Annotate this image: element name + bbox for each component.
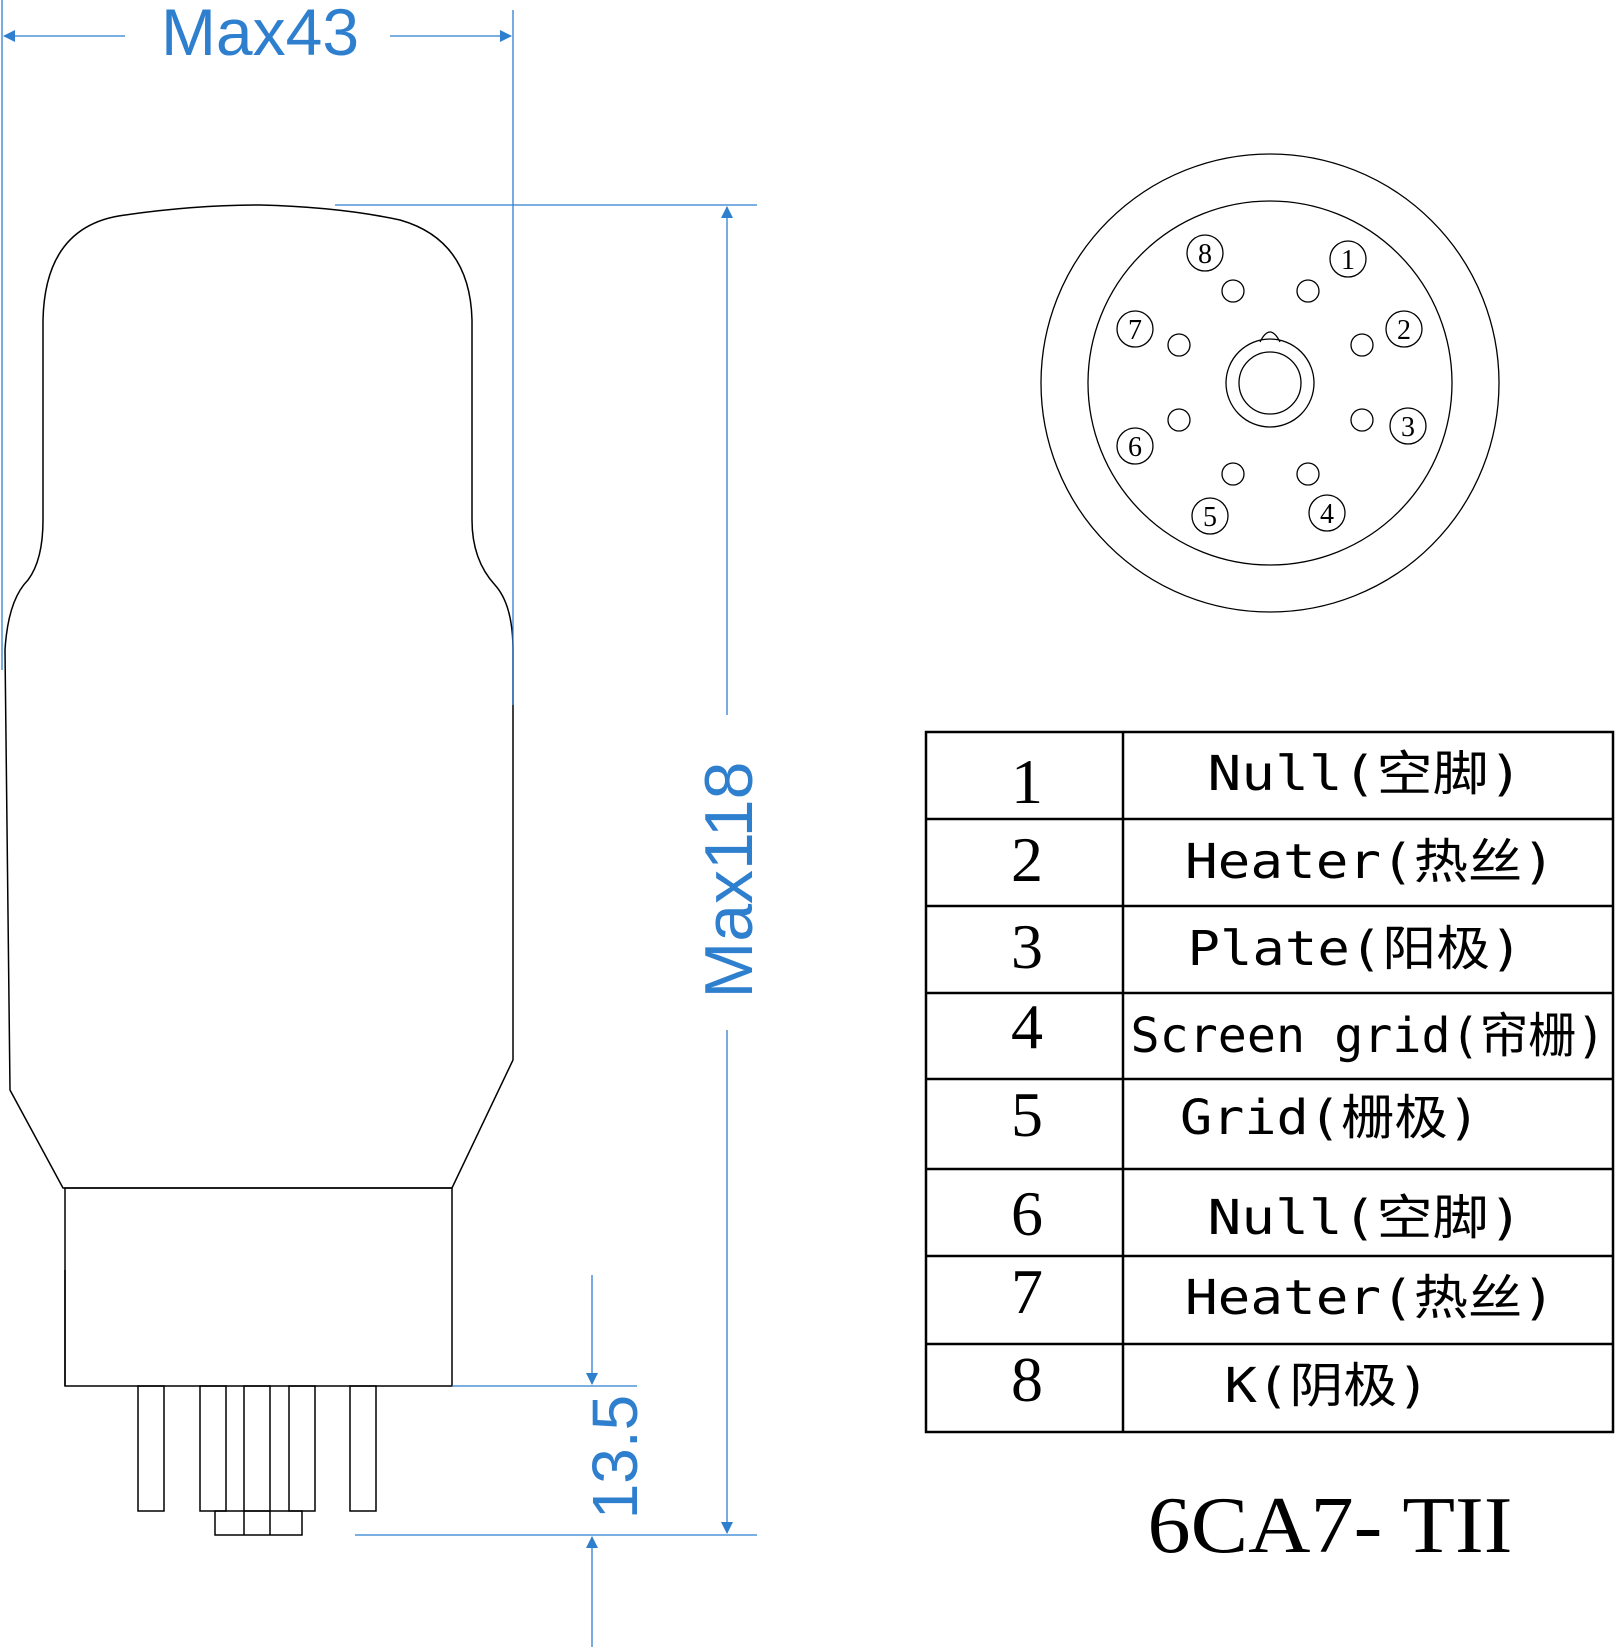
- height-dimension-label: Max118: [691, 762, 767, 999]
- pinout-pin-number: 2: [1011, 824, 1043, 895]
- svg-text:3: 3: [1401, 412, 1415, 443]
- pinout-function: Screen grid(帘栅): [1131, 1008, 1606, 1064]
- model-name: 6CA7- TII: [1148, 1482, 1513, 1570]
- pinout-pin-number: 4: [1011, 991, 1043, 1062]
- center-key-outer: [1225, 338, 1315, 428]
- tube-pins: [137, 1385, 377, 1536]
- width-dimension-label: Max43: [161, 0, 359, 69]
- svg-text:5: 5: [1203, 502, 1217, 533]
- pinout-function: Plate(阳极): [1188, 921, 1523, 977]
- pinout-row: 7 Heater(热丝): [1011, 1256, 1555, 1327]
- pin-length-label: 13.5: [579, 1395, 651, 1520]
- svg-text:7: 7: [1128, 315, 1142, 346]
- svg-text:6: 6: [1128, 432, 1142, 463]
- pinout-pin-number: 5: [1011, 1079, 1043, 1150]
- socket-pin-3: 3: [1389, 407, 1427, 445]
- pinout-table: 1 Null(空脚) 2 Heater(热丝) 3 Plate(阳极) 4 Sc…: [924, 730, 1615, 1434]
- center-key-inner: [1238, 351, 1302, 415]
- pinout-grid: [924, 730, 1615, 1434]
- pinout-row: 4 Screen grid(帘栅): [1011, 991, 1606, 1064]
- socket-inner-ring: [1087, 200, 1453, 566]
- socket-pin-8: 8: [1186, 234, 1224, 272]
- svg-text:8: 8: [1198, 239, 1212, 270]
- pinout-row: 2 Heater(热丝): [1011, 824, 1555, 895]
- svg-text:4: 4: [1320, 499, 1334, 530]
- dimension-lines: [1, 0, 757, 1647]
- tube-outline: [4, 204, 514, 1536]
- socket-pin-2: 2: [1385, 310, 1423, 348]
- glass-envelope: [4, 204, 514, 1189]
- socket-outer-ring: [1040, 153, 1500, 613]
- socket-pin-6: 6: [1116, 427, 1154, 465]
- pinout-function: K(阴极): [1225, 1358, 1430, 1414]
- pinout-row: 6 Null(空脚): [1011, 1178, 1523, 1249]
- socket-pin-1: 1: [1329, 240, 1367, 278]
- pinout-row: 1 Null(空脚): [1011, 746, 1523, 817]
- pinout-pin-number: 1: [1011, 746, 1043, 817]
- pinout-function: Heater(热丝): [1185, 834, 1555, 890]
- center-key-notch: [1259, 331, 1281, 343]
- socket-pin-5: 5: [1191, 497, 1229, 535]
- pinout-function: Heater(热丝): [1185, 1270, 1555, 1326]
- pinout-function: Null(空脚): [1208, 1190, 1523, 1246]
- pinout-function: Null(空脚): [1208, 746, 1523, 802]
- socket-pin-7: 7: [1116, 310, 1154, 348]
- pinout-pin-number: 8: [1011, 1344, 1043, 1415]
- svg-text:2: 2: [1397, 315, 1411, 346]
- pinout-row: 8 K(阴极): [1011, 1344, 1430, 1415]
- pinout-pin-number: 7: [1011, 1256, 1043, 1327]
- svg-text:1: 1: [1341, 245, 1355, 276]
- pinout-pin-number: 6: [1011, 1178, 1043, 1249]
- socket-pin-labels: 8 1 7 2 6 3 5 4: [1116, 234, 1427, 535]
- socket-view: [1040, 153, 1500, 613]
- pinout-row: 3 Plate(阳极): [1011, 911, 1523, 982]
- socket-pin-holes: [1167, 279, 1374, 486]
- tube-base: [64, 1187, 453, 1387]
- pinout-function: Grid(栅极): [1180, 1090, 1480, 1146]
- socket-pin-4: 4: [1308, 494, 1346, 532]
- pinout-row: 5 Grid(栅极): [1011, 1079, 1480, 1150]
- pinout-pin-number: 3: [1011, 911, 1043, 982]
